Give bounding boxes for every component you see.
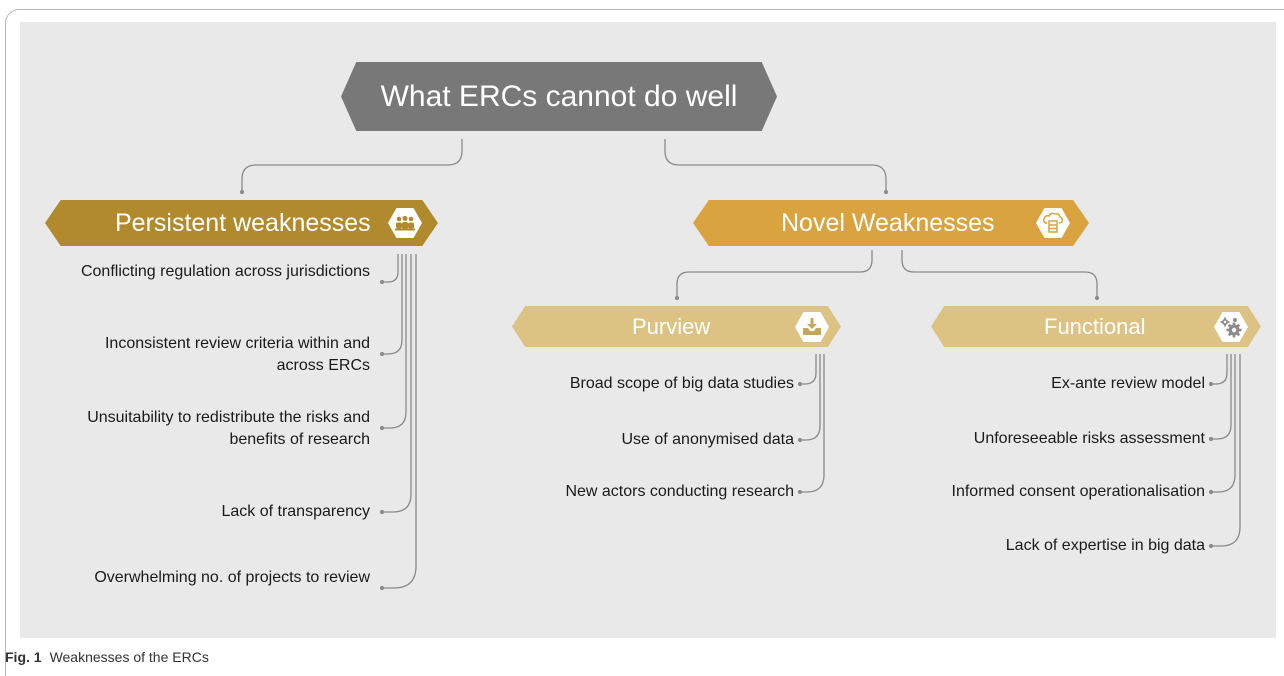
root-node: What ERCs cannot do well [341, 62, 777, 131]
connector-functional-1 [1208, 354, 1228, 387]
persistent-item-3: Unsuitability to redistribute the risks … [87, 409, 370, 448]
novel-weaknesses-node: Novel Weaknesses [693, 200, 1089, 246]
figure-frame [5, 9, 1284, 676]
connector-novel-purview [674, 250, 873, 301]
persistent-item-2: Inconsistent review criteria within and … [104, 335, 370, 374]
connector-root-persistent [239, 139, 463, 195]
connector-persistent-1 [379, 254, 399, 285]
functional-item-4: Lack of expertise in big data [1005, 537, 1205, 554]
caption-text: Weaknesses of the ERCs [49, 649, 209, 665]
persistent-weaknesses-node: Persistent weaknesses [45, 200, 438, 246]
purview-label: Purview [632, 313, 711, 339]
connector-novel-functional [901, 250, 1100, 301]
persistent-item-1: Conflicting regulation across jurisdicti… [80, 263, 370, 280]
figure-caption: Fig. 1 Weaknesses of the ERCs [5, 649, 209, 665]
functional-node: Functional [931, 306, 1261, 347]
root-label: What ERCs cannot do well [380, 79, 738, 113]
connector-persistent-4 [379, 254, 412, 515]
inbox-download-icon [795, 312, 829, 342]
purview-item-1: Broad scope of big data studies [569, 375, 794, 392]
connector-persistent-3 [379, 254, 407, 431]
connector-purview-2 [797, 354, 821, 443]
functional-item-1: Ex-ante review model [1051, 375, 1205, 392]
connector-persistent-2 [379, 254, 403, 357]
connector-persistent-5 [379, 254, 417, 591]
connector-functional-3 [1208, 354, 1236, 495]
connector-root-novel [664, 139, 889, 195]
novel-label: Novel Weaknesses [781, 208, 995, 237]
functional-label: Functional [1044, 313, 1146, 339]
purview-item-2: Use of anonymised data [621, 431, 794, 448]
connector-purview-1 [797, 354, 817, 387]
connector-functional-2 [1208, 354, 1232, 442]
purview-item-3: New actors conducting research [565, 483, 794, 500]
purview-node: Purview [512, 306, 841, 347]
persistent-item-5: Overwhelming no. of projects to review [94, 569, 370, 586]
persistent-label: Persistent weaknesses [115, 208, 371, 237]
connector-functional-4 [1208, 354, 1241, 549]
functional-item-3: Informed consent operationalisation [951, 483, 1206, 500]
persistent-item-4: Lack of transparency [221, 503, 370, 520]
caption-label: Fig. 1 [5, 649, 42, 665]
functional-item-2: Unforeseeable risks assessment [973, 430, 1205, 447]
connector-purview-3 [797, 354, 825, 495]
